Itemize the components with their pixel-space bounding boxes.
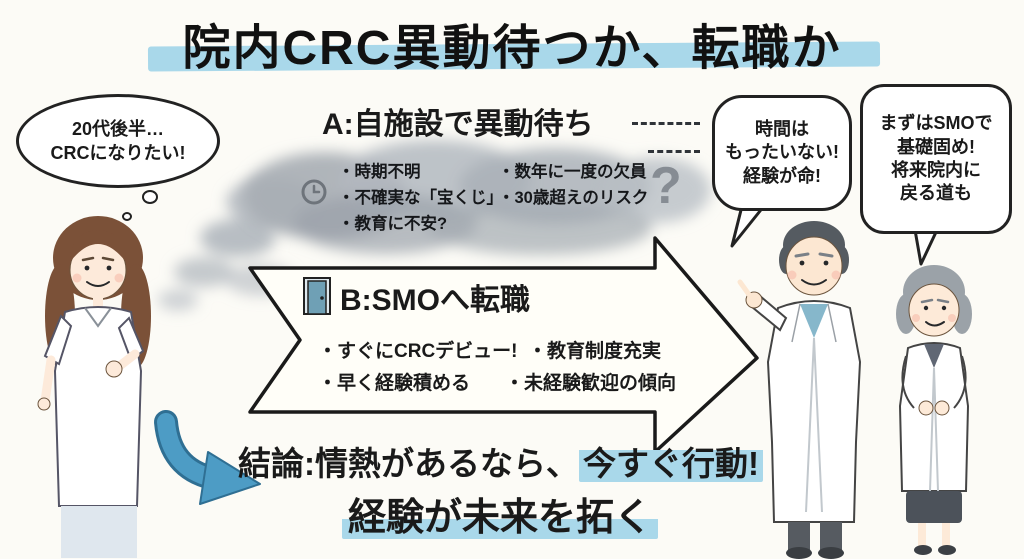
option-a-bullet: ・数年に一度の欠員 (498, 163, 647, 181)
senior-doctor-illustration (896, 265, 972, 555)
option-a-bullet: ・時期不明 (338, 163, 421, 181)
dashed-line (632, 122, 700, 125)
senior-speech-bubble: まずはSMOで 基礎固め! 将来院内に 戻る道も (860, 84, 1012, 234)
conclusion-arrow-icon (154, 410, 261, 505)
conclusion-highlight: 今すぐ行動! (579, 445, 763, 482)
conclusion-line-2: 経験が未来を拓く (300, 486, 700, 541)
conclusion-line-1: 結論:情熱があるなら、今すぐ行動! (238, 437, 763, 485)
uncertainty-cloud (243, 140, 711, 255)
option-b-bullet: ・未経験歓迎の傾向 (505, 373, 677, 394)
option-a-bullet: ・不確実な「宝くじ」 (338, 189, 503, 207)
door-icon (303, 277, 331, 315)
page-title: 院内CRC異動待つか、転職か (182, 22, 842, 75)
thought-bubble-dot (122, 212, 132, 221)
nurse-illustration (37, 216, 151, 558)
thought-bubble-dot (142, 190, 158, 204)
dashed-line (648, 150, 700, 153)
clock-icon (301, 179, 327, 205)
conclusion-line2-text: 経験が未来を拓く (341, 497, 658, 539)
senior-bubble-line: まずはSMOで (879, 113, 993, 134)
doctor-bubble-line: 時間は (755, 118, 809, 139)
doctor-bubble-line: もったいない! (725, 142, 839, 163)
option-a-bullet: ・30歳超えのリスク (498, 189, 649, 207)
thought-bubble: 20代後半… CRCになりたい! (16, 94, 220, 188)
option-b-bullet: ・早く経験積める (318, 373, 471, 394)
senior-bubble-line: 基礎固め! (897, 136, 975, 157)
senior-bubble-line: 将来院内に (891, 160, 981, 180)
doctor-illustration (737, 221, 862, 559)
senior-bubble-line: 戻る道も (900, 183, 972, 204)
thought-line-2: CRCになりたい! (50, 143, 186, 163)
question-mark: ? (650, 157, 682, 215)
doctor-speech-bubble: 時間は もったいない! 経験が命! (712, 95, 852, 211)
conclusion-prefix: 結論:情熱があるなら、 (238, 445, 579, 482)
option-b-bullet: ・教育制度充実 (528, 341, 662, 362)
option-b-heading: B:SMOへ転職 (340, 284, 530, 317)
option-b-bullet: ・すぐにCRCデビュー! (318, 341, 518, 362)
doctor-bubble-line: 経験が命! (743, 165, 821, 186)
option-a-bullet: ・教育に不安? (338, 215, 448, 233)
option-a-heading: A:自施設で異動待ち (322, 108, 594, 141)
thought-line-1: 20代後半… (71, 118, 165, 139)
